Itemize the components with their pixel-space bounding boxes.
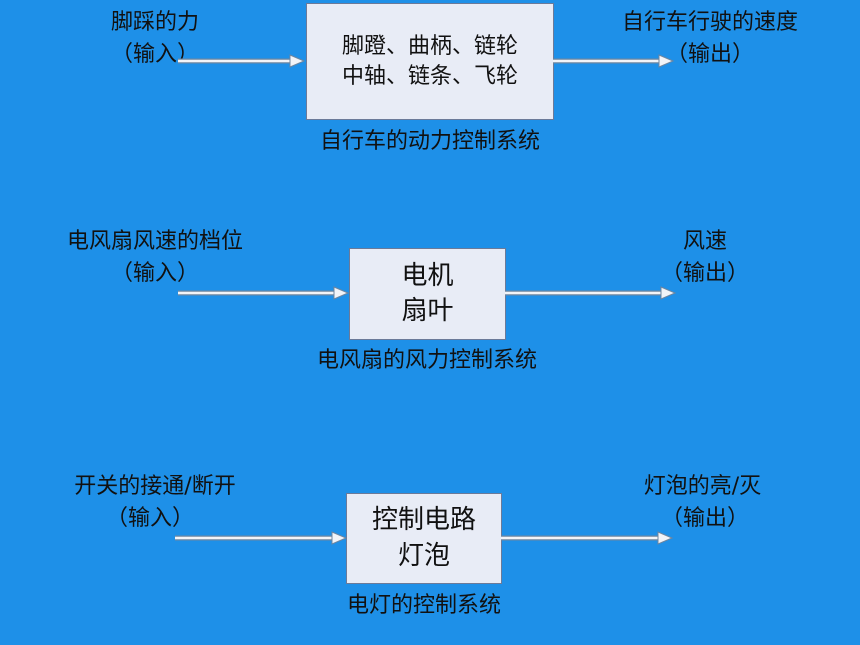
diagram-caption: 自行车的动力控制系统 — [319, 129, 540, 154]
output-tag: （输出） — [665, 42, 754, 67]
output-label: 灯泡的亮/灭 — [643, 474, 762, 499]
output-tag: （输出） — [660, 506, 749, 531]
input-label: 电风扇风速的档位 — [66, 229, 243, 254]
output-arrow — [505, 286, 677, 300]
system-box: 脚蹬、曲柄、链轮 中轴、链条、飞轮 — [306, 3, 554, 120]
input-label: 脚踩的力 — [110, 10, 199, 35]
input-label: 开关的接通/断开 — [74, 474, 236, 499]
output-tag: （输出） — [660, 261, 749, 286]
output-arrow — [553, 54, 675, 68]
input-tag: （输入） — [105, 506, 194, 531]
input-arrow — [175, 531, 348, 545]
input-tag: （输入） — [110, 261, 199, 286]
system-box: 电机 扇叶 — [349, 248, 506, 340]
box-line: 扇叶 — [401, 296, 454, 326]
box-line: 灯泡 — [397, 540, 450, 571]
system-box: 控制电路 灯泡 — [346, 493, 502, 584]
diagram-caption: 电灯的控制系统 — [346, 593, 501, 618]
box-line: 中轴、链条、飞轮 — [341, 63, 518, 89]
diagram-caption: 电风扇的风力控制系统 — [316, 348, 537, 373]
output-label: 风速 — [682, 229, 727, 254]
input-arrow — [178, 54, 306, 68]
output-label: 自行车行驶的速度 — [621, 10, 798, 35]
output-arrow — [501, 531, 674, 545]
box-line: 电机 — [401, 260, 454, 291]
box-line: 脚蹬、曲柄、链轮 — [341, 33, 518, 59]
input-arrow — [178, 286, 350, 300]
box-line: 控制电路 — [371, 505, 476, 536]
